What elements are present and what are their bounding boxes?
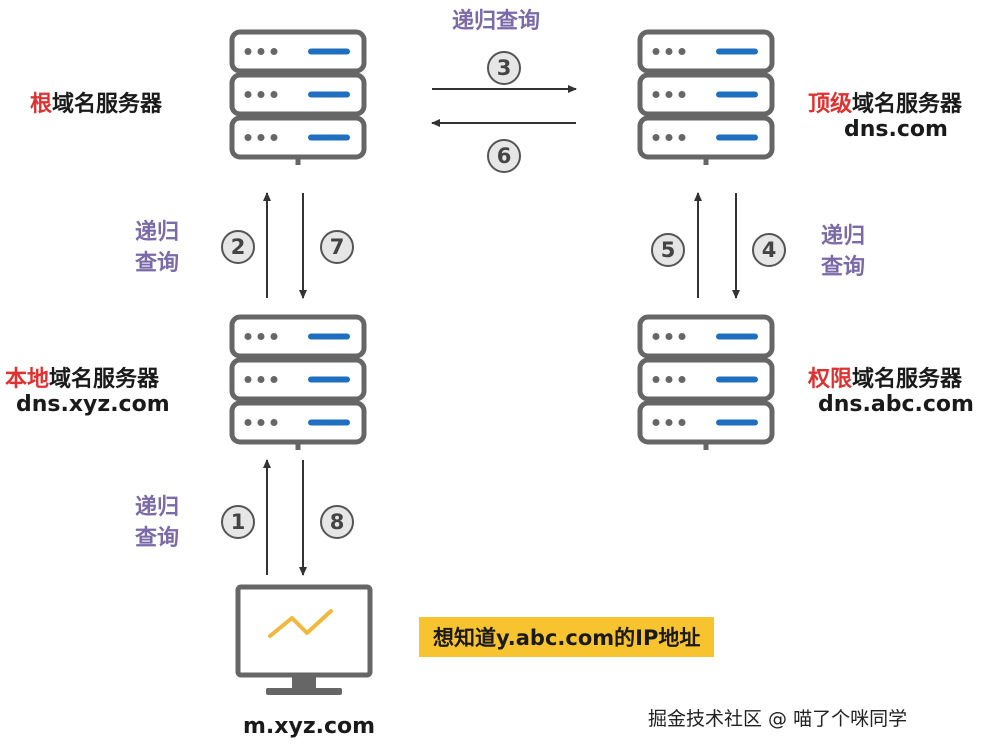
query-label-line2: 查询: [135, 526, 180, 551]
root-server-label: 根域名服务器: [30, 86, 162, 118]
step-badge-3: 3: [487, 51, 521, 85]
query-label-line2: 查询: [135, 251, 180, 276]
local-server-icon: [232, 317, 364, 450]
auth-server-domain: dns.abc.com: [818, 392, 974, 417]
local-server-highlight: 本地: [5, 367, 50, 392]
query-label-line1: 递归: [821, 224, 866, 249]
step-badge-7: 7: [320, 230, 354, 264]
query-label-left-upper: 递归 查询: [135, 217, 179, 279]
step-badge-6: 6: [487, 139, 521, 173]
auth-server-name: 域名服务器: [852, 367, 963, 392]
tld-server-domain: dns.com: [844, 117, 948, 142]
step-badge-1: 1: [221, 505, 255, 539]
step-badge-4: 4: [752, 233, 786, 267]
query-label-line1: 递归: [135, 495, 180, 520]
local-server-domain: dns.xyz.com: [16, 392, 170, 417]
query-label-line2: 查询: [821, 255, 866, 280]
query-goal-callout: 想知道y.abc.com的IP地址: [419, 617, 715, 657]
tld-server-icon: [640, 32, 772, 165]
root-server-highlight: 根: [30, 92, 53, 117]
step-badge-8: 8: [320, 505, 354, 539]
query-label-top: 递归查询: [452, 9, 541, 34]
query-label-left-lower: 递归 查询: [135, 492, 179, 554]
auth-server-icon: [640, 317, 772, 450]
tld-server-label: 顶级域名服务器: [808, 86, 962, 118]
client-monitor-icon: [235, 584, 373, 695]
auth-server-highlight: 权限: [808, 367, 853, 392]
query-label-line1: 递归: [135, 220, 180, 245]
client-domain: m.xyz.com: [243, 714, 376, 739]
auth-server-label: 权限域名服务器: [808, 361, 962, 393]
local-server-label: 本地域名服务器: [5, 361, 159, 393]
root-server-icon: [232, 32, 364, 165]
tld-server-name: 域名服务器: [852, 92, 963, 117]
query-label-right: 递归 查询: [821, 221, 865, 283]
watermark-text: 掘金技术社区 @ 喵了个咪同学: [648, 708, 908, 730]
local-server-name: 域名服务器: [49, 367, 160, 392]
root-server-name: 域名服务器: [52, 92, 163, 117]
step-badge-2: 2: [221, 230, 255, 264]
step-badge-5: 5: [651, 233, 685, 267]
tld-server-highlight: 顶级: [808, 92, 853, 117]
